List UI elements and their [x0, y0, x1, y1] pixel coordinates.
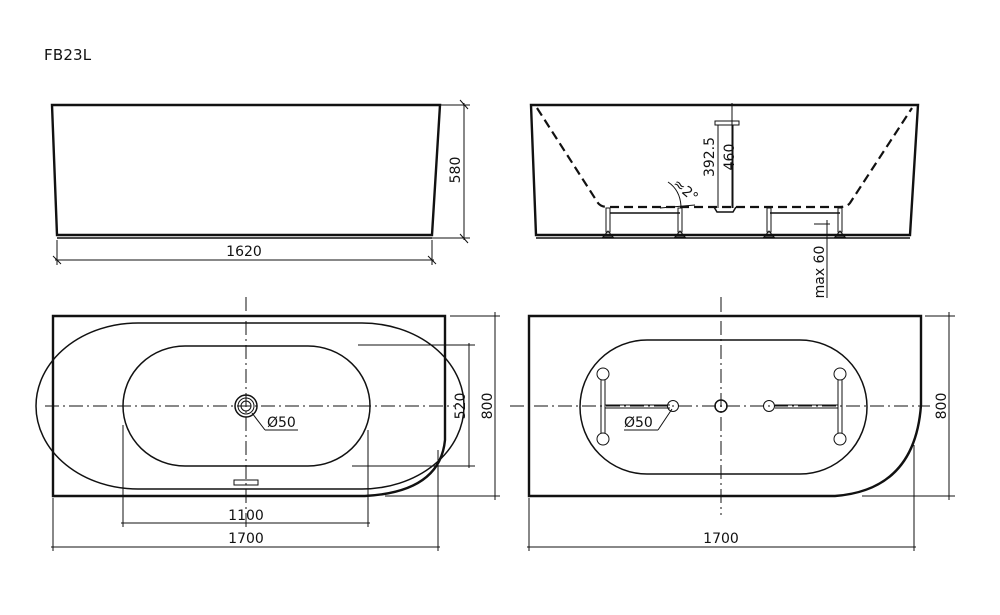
side-view: 580 1620 — [50, 99, 470, 265]
side-width-label: 1620 — [226, 244, 262, 260]
drawing-title: FB23L — [44, 46, 92, 64]
slope-label: ≈2° — [669, 176, 700, 206]
top-drain-label: Ø50 — [267, 415, 296, 431]
support-legs — [601, 207, 847, 238]
bottom-drain-label: Ø50 — [624, 415, 653, 431]
top-width-label: 800 — [480, 393, 496, 420]
inner-length-label: 1100 — [228, 508, 264, 524]
side-height-label: 580 — [448, 157, 464, 184]
overflow-height-label: 392.5 — [702, 137, 718, 177]
bottom-view: Ø50 800 1700 — [510, 297, 955, 551]
leg-adjust-label: max 60 — [812, 246, 828, 299]
bottom-length-label: 1700 — [703, 531, 739, 547]
top-length-label: 1700 — [228, 531, 264, 547]
bottom-width-label: 800 — [934, 393, 950, 420]
end-section-view: 392.5 460 ≈2° max 60 — [529, 103, 920, 312]
inner-width-label: 520 — [453, 393, 469, 420]
total-depth-label: 460 — [722, 144, 738, 171]
top-view: Ø50 520 800 1100 1700 — [35, 297, 500, 551]
